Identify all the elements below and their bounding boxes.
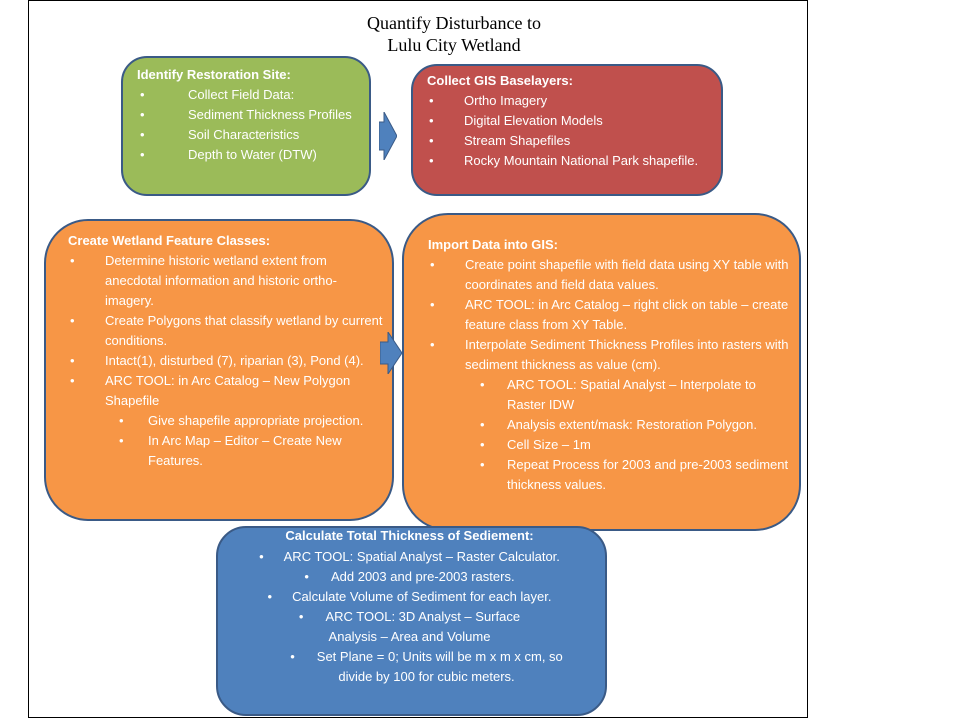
list-item: Stream Shapefiles bbox=[427, 131, 721, 151]
list-item: Determine historic wetland extent from a… bbox=[68, 251, 384, 311]
list-item: Depth to Water (DTW) bbox=[137, 145, 369, 165]
list-item: ARC TOOL: Spatial Analyst – Raster Calcu… bbox=[230, 547, 589, 567]
list-item: Ortho Imagery bbox=[427, 91, 721, 111]
identify-restoration-site-box: Identify Restoration Site: Collect Field… bbox=[121, 56, 371, 196]
total-list: ARC TOOL: Spatial Analyst – Raster Calcu… bbox=[230, 547, 589, 687]
sub-list-item: Give shapefile appropriate projection. bbox=[68, 411, 384, 431]
import-list: Create point shapefile with field data u… bbox=[428, 255, 789, 495]
sub-list-item: ARC TOOL: Spatial Analyst – Interpolate … bbox=[428, 375, 789, 415]
collect-gis-baselayers-box: Collect GIS Baselayers: Ortho Imagery Di… bbox=[411, 64, 723, 196]
wetland-heading: Create Wetland Feature Classes: bbox=[68, 233, 271, 248]
sub-list-item: Repeat Process for 2003 and pre-2003 sed… bbox=[428, 455, 789, 495]
title-line-2: Lulu City Wetland bbox=[387, 35, 521, 55]
identify-list: Collect Field Data: Sediment Thickness P… bbox=[137, 85, 369, 165]
list-item: Create Polygons that classify wetland by… bbox=[68, 311, 384, 351]
list-item: Sediment Thickness Profiles bbox=[137, 105, 369, 125]
sub-list-item: ARC TOOL: 3D Analyst – Surface Analysis … bbox=[230, 607, 589, 647]
sub-list-item: Cell Size – 1m bbox=[428, 435, 789, 455]
list-item: Collect Field Data: bbox=[137, 85, 369, 105]
list-item: ARC TOOL: in Arc Catalog – New Polygon S… bbox=[68, 371, 384, 411]
sub-list-item: In Arc Map – Editor – Create New Feature… bbox=[68, 431, 384, 471]
list-item: ARC TOOL: in Arc Catalog – right click o… bbox=[428, 295, 789, 335]
baselayers-list: Ortho Imagery Digital Elevation Models S… bbox=[427, 91, 721, 171]
arrow-right-icon bbox=[380, 332, 402, 374]
title-line-1: Quantify Disturbance to bbox=[367, 13, 541, 33]
sub-list-item: Set Plane = 0; Units will be m x m x cm,… bbox=[230, 647, 589, 687]
import-data-into-gis-box: Import Data into GIS: Create point shape… bbox=[402, 213, 801, 531]
list-item: Interpolate Sediment Thickness Profiles … bbox=[428, 335, 789, 375]
calculate-total-thickness-box: Calculate Total Thickness of Sediement: … bbox=[216, 526, 607, 716]
wetland-list: Determine historic wetland extent from a… bbox=[68, 251, 384, 471]
list-item: Digital Elevation Models bbox=[427, 111, 721, 131]
baselayers-heading: Collect GIS Baselayers: bbox=[427, 73, 573, 88]
identify-heading: Identify Restoration Site: bbox=[137, 67, 291, 82]
import-heading: Import Data into GIS: bbox=[428, 237, 558, 252]
sub-list-item: Analysis extent/mask: Restoration Polygo… bbox=[428, 415, 789, 435]
sub-list-item: Add 2003 and pre-2003 rasters. bbox=[230, 567, 589, 587]
list-item: Create point shapefile with field data u… bbox=[428, 255, 789, 295]
list-item: Calculate Volume of Sediment for each la… bbox=[230, 587, 589, 607]
list-item: Rocky Mountain National Park shapefile. bbox=[427, 151, 721, 171]
total-heading: Calculate Total Thickness of Sediement: bbox=[285, 528, 534, 543]
create-wetland-feature-classes-box: Create Wetland Feature Classes: Determin… bbox=[44, 219, 394, 521]
arrow-right-icon bbox=[379, 112, 397, 160]
list-item: Soil Characteristics bbox=[137, 125, 369, 145]
list-item: Intact(1), disturbed (7), riparian (3), … bbox=[68, 351, 384, 371]
diagram-title: Quantify Disturbance to Lulu City Wetlan… bbox=[289, 12, 619, 56]
